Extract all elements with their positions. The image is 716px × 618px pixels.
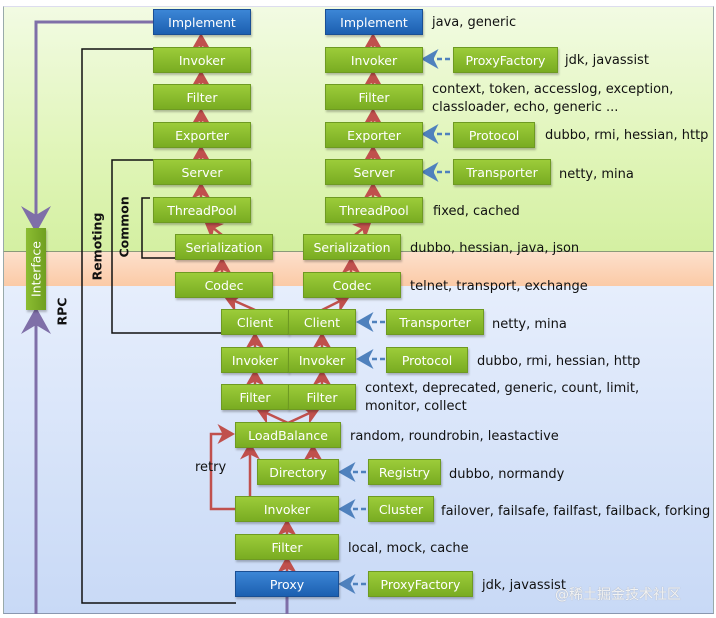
note-filter-client-1: context, deprecated, generic, count, lim…: [365, 381, 640, 396]
note-implement: java, generic: [432, 15, 517, 30]
client-box: Client: [221, 309, 289, 335]
cluster-box: Cluster: [368, 496, 434, 522]
transporter-client-box: Transporter: [386, 309, 484, 335]
invoker-client-box-2: Invoker: [288, 347, 356, 373]
invoker-client-box: Invoker: [221, 347, 289, 373]
note-loadbalance: random, roundrobin, leastactive: [350, 429, 559, 444]
note-codec: telnet, transport, exchange: [410, 279, 588, 294]
codec-box-2: Codec: [303, 272, 401, 298]
exporter-box-2: Exporter: [325, 122, 423, 148]
note-proxyfactory-server: jdk, javassist: [565, 53, 649, 68]
note-protocol-server: dubbo, rmi, hessian, http: [545, 128, 709, 143]
note-transporter-server: netty, mina: [559, 167, 634, 182]
filter-box: Filter: [153, 84, 251, 110]
note-filter-server-2: classloader, echo, generic ...: [432, 100, 619, 115]
common-bracket: [141, 197, 175, 259]
filter-client-box-2: Filter: [288, 384, 356, 410]
proxyfactory-client-box: ProxyFactory: [368, 571, 473, 597]
codec-box: Codec: [175, 272, 273, 298]
note-threadpool: fixed, cached: [433, 204, 520, 219]
client-box-2: Client: [288, 309, 356, 335]
retry-arrow: [209, 424, 235, 511]
rpc-label: RPC: [54, 297, 70, 326]
note-registry: dubbo, normandy: [449, 467, 565, 482]
remoting-label: Remoting: [89, 212, 105, 281]
note-filter-proxy: local, mock, cache: [348, 541, 469, 556]
interface-box: Interface: [26, 228, 46, 310]
implement-box-2: Implement: [325, 9, 423, 35]
remoting-bracket: [111, 159, 222, 334]
watermark: @稀土掘金技术社区: [555, 587, 681, 603]
threadpool-box-2: ThreadPool: [325, 197, 423, 223]
invoker-box: Invoker: [153, 47, 251, 73]
proxyfactory-server-box: ProxyFactory: [453, 47, 558, 73]
retry-label: retry: [195, 460, 227, 475]
server-box: Server: [153, 159, 251, 185]
transporter-server-box: Transporter: [453, 159, 551, 185]
filter-box-2: Filter: [325, 84, 423, 110]
filter-proxy-box: Filter: [235, 534, 339, 560]
registry-box: Registry: [368, 459, 441, 485]
note-filter-server-1: context, token, accesslog, exception,: [432, 82, 674, 97]
rpc-bracket: [81, 48, 236, 604]
note-cluster: failover, failsafe, failfast, failback, …: [441, 504, 711, 519]
loadbalance-box: LoadBalance: [235, 422, 341, 448]
client-zone-band: [3, 286, 714, 614]
note-filter-client-2: monitor, collect: [365, 399, 467, 414]
server-box-2: Server: [325, 159, 423, 185]
serialization-box-2: Serialization: [303, 234, 401, 260]
interface-line-server: [21, 20, 153, 233]
note-proxyfactory-client: jdk, javassist: [482, 578, 566, 593]
invoker-cluster-box: Invoker: [235, 496, 339, 522]
protocol-client-box: Protocol: [386, 347, 468, 373]
serialization-box: Serialization: [175, 234, 273, 260]
proxy-box: Proxy: [235, 571, 339, 597]
protocol-server-box: Protocol: [453, 122, 535, 148]
note-serialization: dubbo, hessian, java, json: [410, 241, 580, 256]
note-transporter-client: netty, mina: [492, 317, 567, 332]
exporter-box: Exporter: [153, 122, 251, 148]
implement-box: Implement: [153, 9, 251, 35]
threadpool-box: ThreadPool: [153, 197, 251, 223]
common-label: Common: [116, 196, 132, 258]
filter-client-box: Filter: [221, 384, 289, 410]
directory-box: Directory: [257, 459, 339, 485]
invoker-box-2: Invoker: [325, 47, 423, 73]
note-protocol-client: dubbo, rmi, hessian, http: [477, 354, 641, 369]
